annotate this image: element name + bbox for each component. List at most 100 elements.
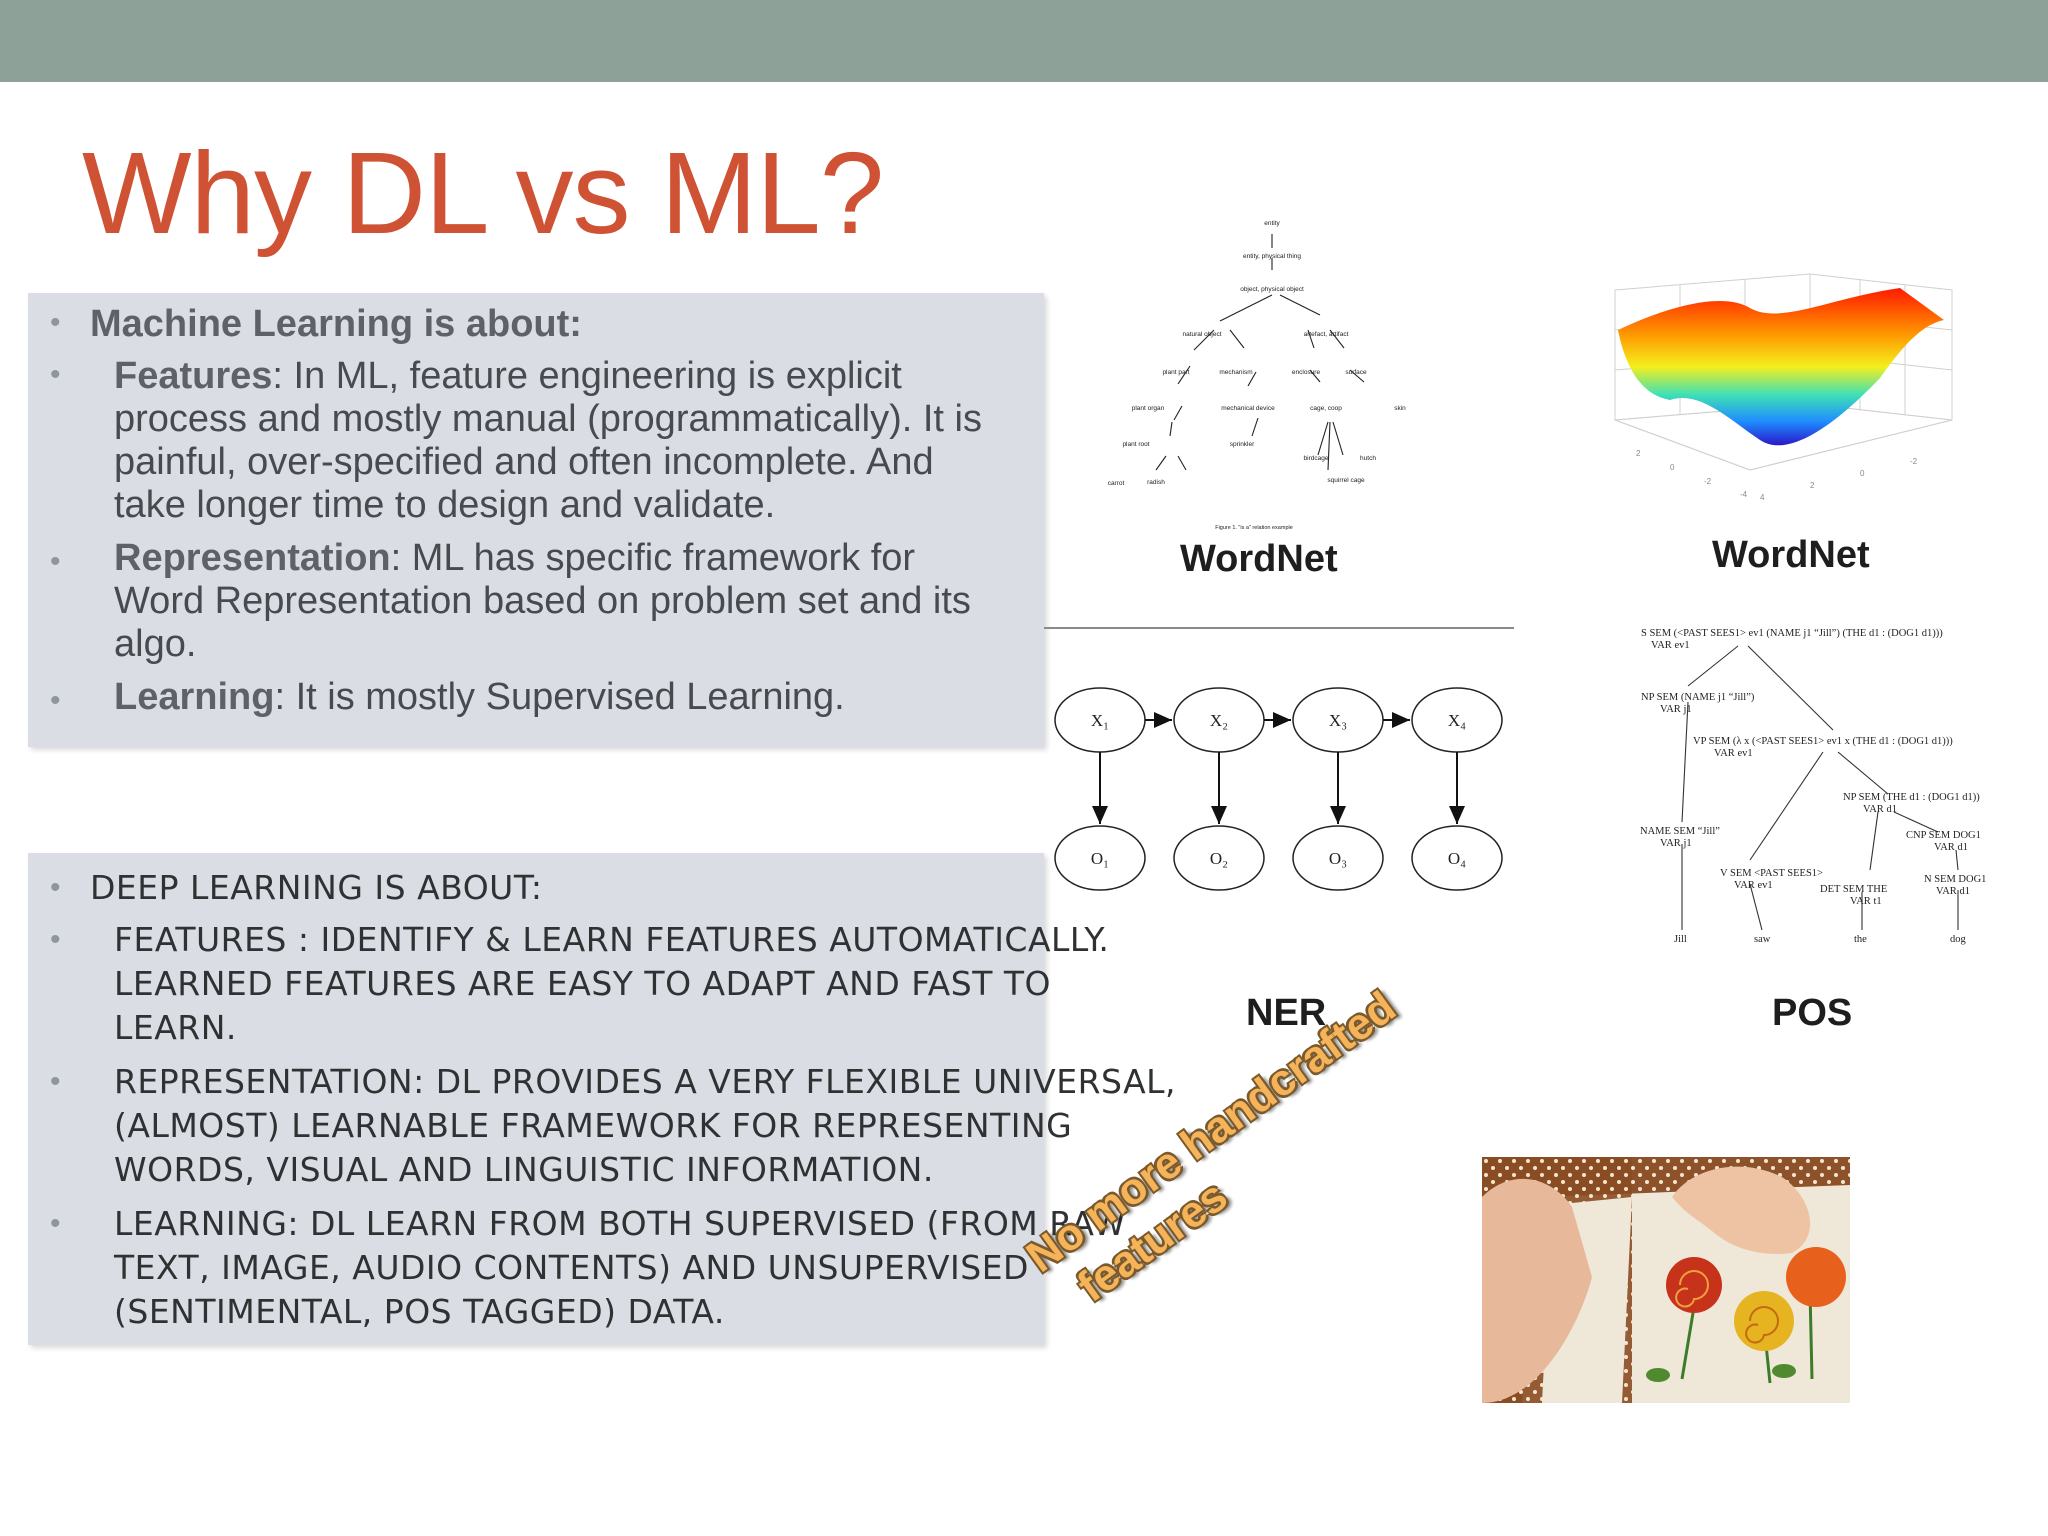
hidden-label: X₂ <box>1210 711 1228 730</box>
observed-label: O₁ <box>1091 849 1109 868</box>
observation-node <box>1411 825 1503 891</box>
parse-node-s: S SEM (<PAST SEES1> ev1 (NAME j1 “Jill”)… <box>1641 628 1943 639</box>
pos-parse-tree: S SEM (<PAST SEES1> ev1 (NAME j1 “Jill”)… <box>1640 628 1986 945</box>
figure-caption: Figure 1. "is a" relation example <box>1215 525 1293 531</box>
axis-tick: -2 <box>1704 477 1712 486</box>
dl-heading: DEEP LEARNING IS ABOUT: <box>90 868 543 907</box>
observation-node <box>1292 825 1384 891</box>
embroidery-photo <box>1482 1157 1850 1403</box>
tree-node: plant organ <box>1132 405 1165 412</box>
ml-features-line-2: process and mostly manual (programmatica… <box>114 398 982 440</box>
bullet-icon: • <box>50 1065 61 1098</box>
ml-features-term: Features <box>114 355 273 397</box>
parse-node-det: DET SEM THE <box>1820 884 1887 895</box>
parse-node-v: V SEM <PAST SEES1> <box>1720 868 1823 879</box>
pos-caption: POS <box>1772 992 1853 1034</box>
slide-title: Why DL vs ML? <box>82 128 884 258</box>
tree-node: sprinkler <box>1230 441 1255 448</box>
ml-learning-term: Learning <box>114 676 275 718</box>
handcrafted-features-stamp: No more handcrafted features <box>1017 981 1438 1328</box>
parse-node-np2: NP SEM (THE d1 : (DOG1 d1)) <box>1843 792 1980 803</box>
bullet-icon: • <box>50 545 61 578</box>
ml-representation-line-1: Representation: ML has specific framewor… <box>114 537 915 580</box>
axis-tick: 0 <box>1670 463 1675 472</box>
hidden-label: X₁ <box>1091 711 1109 730</box>
wordnet-tree-edges <box>1155 234 1365 471</box>
bullet-icon: • <box>50 358 61 391</box>
parse-node-cnp-var: VAR d1 <box>1934 842 1968 853</box>
tree-node: object, physical object <box>1240 286 1304 293</box>
hidden-label: X₃ <box>1329 711 1347 730</box>
axis-tick: -2 <box>1910 457 1918 466</box>
ml-representation-term: Representation <box>114 537 391 579</box>
dl-representation-line-1: REPRESENTATION: DL PROVIDES A VERY FLEXI… <box>114 1062 1177 1101</box>
observed-label: O₃ <box>1329 849 1347 868</box>
wordnet-caption-left: WordNet <box>1180 538 1338 580</box>
tree-node: entity <box>1264 220 1280 227</box>
top-banner <box>0 0 2048 82</box>
hidden-label: X₄ <box>1448 711 1466 730</box>
ml-representation-text: : ML has specific framework for <box>390 537 916 579</box>
parse-node-s-var: VAR ev1 <box>1651 640 1690 651</box>
parse-node-name-var: VAR j1 <box>1660 838 1692 849</box>
parse-node-det-var: VAR t1 <box>1850 896 1882 907</box>
tree-node: birdcage <box>1304 455 1329 462</box>
parse-leaf: dog <box>1950 934 1967 945</box>
tree-node: mechanism <box>1219 369 1252 376</box>
parse-node-name: NAME SEM “Jill” <box>1640 826 1720 837</box>
bullet-icon: • <box>50 871 61 904</box>
tree-node: artefact, artifact <box>1304 331 1349 338</box>
tree-node: hutch <box>1360 455 1376 462</box>
ml-features-line-1: Features: In ML, feature engineering is … <box>114 355 902 398</box>
dl-features-line-2: LEARNED FEATURES ARE EASY TO ADAPT AND F… <box>114 964 1051 1003</box>
dl-features-line-1: FEATURES : IDENTIFY & LEARN FEATURES AUT… <box>114 920 1110 959</box>
tree-node: mechanical device <box>1221 405 1275 412</box>
surface-mesh <box>1618 288 1944 446</box>
tree-node: carrot <box>1108 480 1125 487</box>
left-hand <box>1482 1178 1592 1403</box>
ml-learning-line: Learning: It is mostly Supervised Learni… <box>114 676 845 719</box>
axis-tick: 2 <box>1636 449 1641 458</box>
wordnet-tree-diagram: entity entity, physical thing object, ph… <box>1108 220 1406 531</box>
ml-representation-line-2: Word Representation based on problem set… <box>114 580 971 622</box>
observed-label: O₄ <box>1448 849 1466 868</box>
ner-hmm-diagram: X₁ X₂ X₃ X₄ O₁ O₂ O₃ O₄ <box>1054 687 1503 891</box>
ml-features-line-4: take longer time to design and validate. <box>114 484 776 526</box>
bullet-icon: • <box>50 1207 61 1240</box>
ml-representation-line-3: algo. <box>114 623 197 665</box>
embroidered-flowers <box>1646 1247 1846 1384</box>
dl-learning-line-2: TEXT, IMAGE, AUDIO CONTENTS) AND UNSUPER… <box>114 1248 1029 1287</box>
tree-node: squirrel cage <box>1327 477 1365 484</box>
ml-features-text: : In ML, feature engineering is explicit <box>272 355 902 397</box>
axis-tick: 0 <box>1860 469 1865 478</box>
tree-node: plant root <box>1122 441 1149 448</box>
tree-node: natural object <box>1182 331 1221 338</box>
parse-node-n-var: VAR d1 <box>1936 886 1970 897</box>
axis-tick: 2 <box>1810 481 1815 490</box>
parse-node-np-var: VAR j1 <box>1660 704 1692 715</box>
dl-representation-line-2: (ALMOST) LEARNABLE FRAMEWORK FOR REPRESE… <box>114 1106 1073 1145</box>
tree-node: plant part <box>1162 369 1189 376</box>
dl-representation-line-3: WORDS, VISUAL AND LINGUISTIC INFORMATION… <box>114 1150 934 1189</box>
tree-node: surface <box>1345 369 1367 376</box>
dl-learning-line-3: (SENTIMENTAL, POS TAGGED) DATA. <box>114 1292 725 1331</box>
tree-node: cage, coop <box>1310 405 1342 412</box>
bullet-icon: • <box>50 684 61 717</box>
parse-leaf: the <box>1854 934 1867 945</box>
dl-learning-line-1: LEARNING: DL LEARN FROM BOTH SUPERVISED … <box>114 1204 1126 1243</box>
parse-node-n: N SEM DOG1 <box>1924 874 1986 885</box>
tree-node: radish <box>1147 479 1165 486</box>
parse-node-vp: VP SEM (λ x (<PAST SEES1> ev1 x (THE d1 … <box>1693 736 1953 747</box>
ml-heading: Machine Learning is about: <box>90 303 582 345</box>
dl-features-line-3: LEARN. <box>114 1008 237 1047</box>
parse-node-vp-var: VAR ev1 <box>1714 748 1753 759</box>
surface-plot-image: 2 0 -2 -4 4 2 0 -2 <box>1614 273 1953 502</box>
ner-caption: NER <box>1246 992 1327 1034</box>
parse-node-cnp: CNP SEM DOG1 <box>1906 830 1981 841</box>
observed-label: O₂ <box>1210 849 1228 868</box>
parse-node-np2-var: VAR d1 <box>1863 804 1897 815</box>
right-hand <box>1672 1166 1811 1255</box>
section-divider <box>1044 627 1514 629</box>
parse-leaf: saw <box>1754 934 1771 945</box>
ml-learning-text: : It is mostly Supervised Learning. <box>274 676 845 718</box>
